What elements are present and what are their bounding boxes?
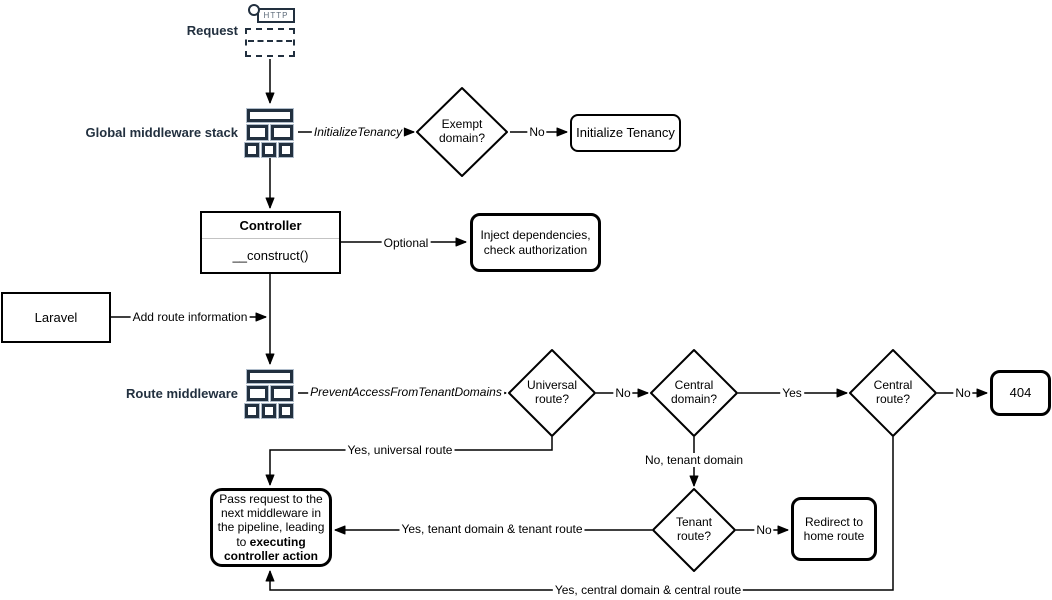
request-body-box <box>245 28 295 57</box>
request-body-divider <box>248 40 292 42</box>
middleware-stack-icon-global <box>245 107 295 157</box>
edge-label-central-route-no: No <box>953 386 973 400</box>
inject-line2: check authorization <box>483 242 588 257</box>
icon-rect <box>279 143 293 157</box>
edge-label-tenant-yes: Yes, tenant domain & tenant route <box>399 522 585 536</box>
edge-label-initialize-tenancy: InitializeTenancy <box>311 125 405 139</box>
http-request-icon: HTTP <box>244 2 296 58</box>
middleware-stack-icon-route <box>245 368 295 418</box>
decision-universal-route <box>508 349 596 437</box>
pass-line5-bold: controller action <box>223 548 318 563</box>
pass-line1: Pass request to the <box>219 492 323 507</box>
icon-rect <box>271 386 293 401</box>
edge-label-central-domain-yes: Yes <box>780 386 804 400</box>
inject-line1: Inject dependencies, <box>480 228 591 243</box>
global-middleware-stack-label: Global middleware stack <box>85 125 238 140</box>
decision-central-domain <box>650 349 738 437</box>
pass-line3: the pipeline, leading <box>217 520 325 535</box>
icon-rect <box>279 404 293 418</box>
edge-label-prevent-access: PreventAccessFromTenantDomains <box>308 385 504 399</box>
edge-label-central-yes: Yes, central domain & central route <box>552 583 744 597</box>
route-middleware-label: Route middleware <box>126 386 238 401</box>
controller-title: Controller <box>202 213 339 239</box>
edge-label-tenant-route-no: No <box>754 523 774 537</box>
edge-label-universal-yes: Yes, universal route <box>345 443 455 457</box>
icon-rect <box>247 109 293 122</box>
edge-label-universal-no: No <box>613 386 633 400</box>
pass-line4: to executing <box>236 535 305 549</box>
icon-rect <box>271 125 293 140</box>
edge-label-exempt-no: No <box>527 125 547 139</box>
redirect-line1: Redirect to <box>804 514 864 529</box>
icon-rect <box>262 143 276 157</box>
icon-rect <box>247 370 293 383</box>
request-label: Request <box>186 23 238 38</box>
icon-rect <box>245 143 259 157</box>
inject-dependencies-node: Inject dependencies, check authorization <box>470 213 601 272</box>
edge-label-optional: Optional <box>381 236 431 250</box>
404-text: 404 <box>1009 385 1032 401</box>
pass-request-node: Pass request to the next middleware in t… <box>210 488 332 567</box>
icon-rect <box>262 404 276 418</box>
edge-label-tenant-domain-no: No, tenant domain <box>642 453 746 467</box>
icon-rect <box>245 404 259 418</box>
pass-line4-bold: executing <box>249 534 306 549</box>
404-node: 404 <box>990 370 1051 416</box>
icon-rect <box>247 125 268 140</box>
controller-constructor: __construct() <box>232 248 309 263</box>
decision-central-route <box>849 349 937 437</box>
decision-exempt-domain <box>416 87 508 177</box>
redirect-line2: home route <box>803 529 865 543</box>
laravel-node: Laravel <box>1 292 111 343</box>
initialize-tenancy-node: Initialize Tenancy <box>570 114 681 152</box>
pass-line2: next middleware in <box>220 506 322 521</box>
http-circle-icon <box>248 4 260 16</box>
laravel-text: Laravel <box>34 309 78 325</box>
initialize-tenancy-text: Initialize Tenancy <box>576 125 675 141</box>
controller-node: Controller __construct() <box>200 211 341 274</box>
redirect-home-node: Redirect to home route <box>791 497 877 561</box>
edge-label-add-route-information: Add route information <box>130 310 250 324</box>
pass-line4-normal: to <box>236 534 250 549</box>
http-tab: HTTP <box>257 8 295 23</box>
icon-rect <box>247 386 268 401</box>
decision-tenant-route <box>652 488 736 572</box>
